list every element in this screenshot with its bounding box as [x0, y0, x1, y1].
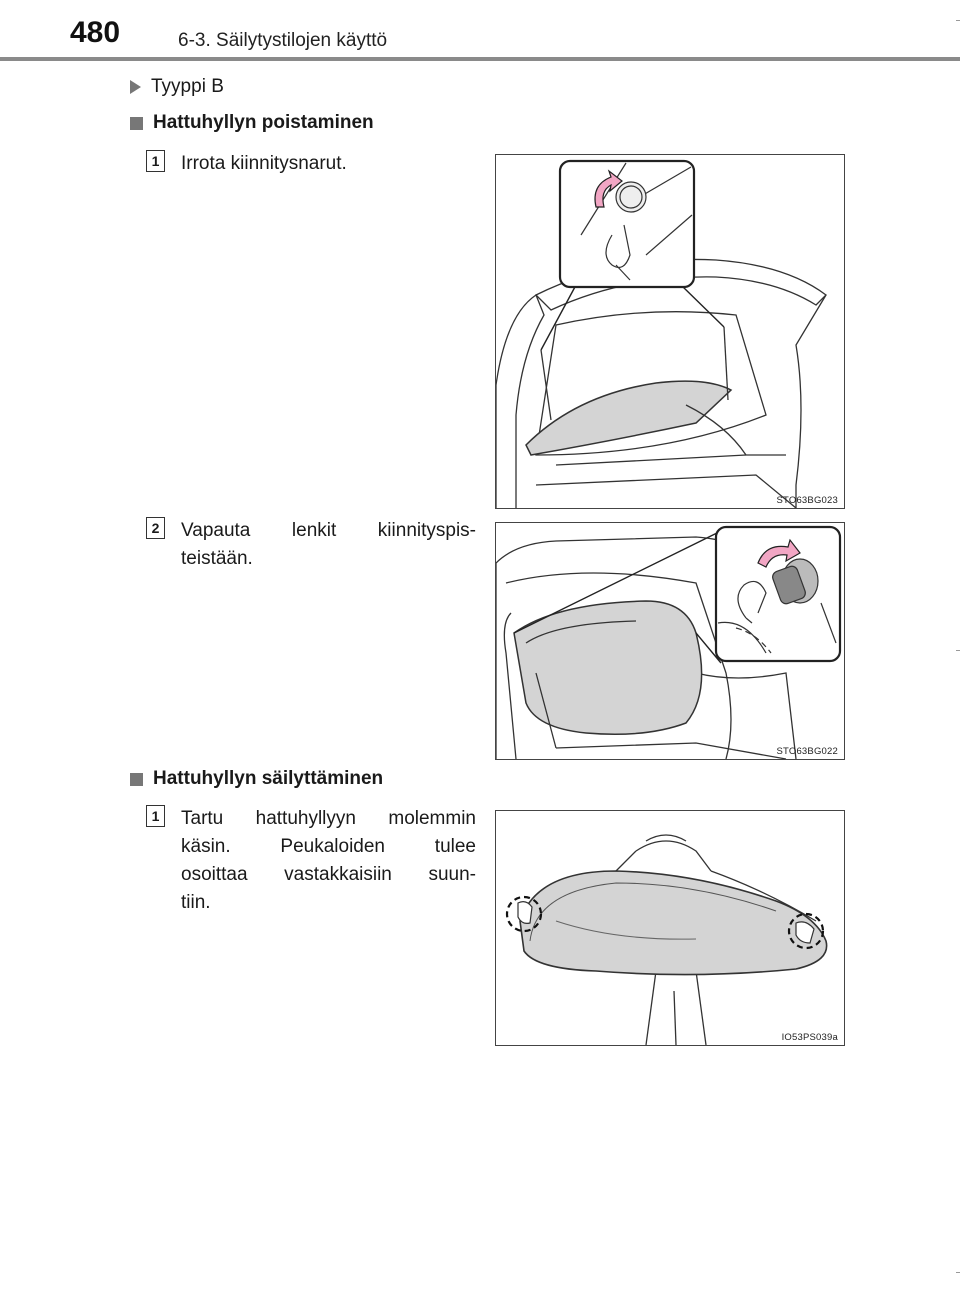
rotate-arrow-icon: [594, 169, 623, 208]
edge-tick-middle: [956, 650, 960, 651]
rotate-arrow-icon: [757, 538, 801, 568]
step-text-line: Tartu hattuhyllyyn molemmin: [181, 808, 476, 829]
step-text: Irrota kiinnitysnarut.: [181, 150, 476, 178]
step-text-line: teistään.: [181, 548, 253, 569]
edge-tick-bottom: [956, 1272, 960, 1273]
trunk-illustration: [496, 159, 827, 508]
step-number: 2: [146, 517, 165, 539]
step-number: 1: [146, 805, 165, 827]
figure-remove-strings: STO63BG023: [495, 154, 845, 509]
removal-heading: Hattuhyllyn poistaminen: [130, 112, 374, 134]
step-number: 1: [146, 150, 165, 172]
step-text-line: tiin.: [181, 892, 211, 913]
figure-hold-shelf: IO53PS039a: [495, 810, 845, 1046]
figure-code: STO63BG023: [776, 495, 838, 506]
step-text-line: osoittaa vastakkaisiin suun-: [181, 864, 476, 885]
square-bullet-icon: [130, 772, 143, 786]
section-title: 6-3. Säilytystilojen käyttö: [178, 30, 388, 51]
figure-release-loops: STO63BG022: [495, 522, 845, 760]
step-text: Vapauta lenkit kiinnityspis- teistään.: [181, 517, 476, 573]
header-bar: [0, 57, 960, 61]
removal-heading-text: Hattuhyllyn poistaminen: [153, 112, 374, 133]
person-holding-shelf-illustration: [505, 834, 828, 1045]
thumb-position-marker: [505, 895, 543, 933]
storage-heading-text: Hattuhyllyn säilyttäminen: [153, 768, 384, 789]
thumb-position-marker: [787, 912, 825, 950]
step-text-line: Vapauta lenkit kiinnityspis-: [181, 520, 476, 541]
step-text-line: Irrota kiinnitysnarut.: [181, 153, 347, 174]
trunk-illustration: [496, 525, 842, 759]
storage-heading: Hattuhyllyn säilyttäminen: [130, 768, 383, 790]
figure-code: STO63BG022: [776, 746, 838, 757]
square-bullet-icon: [130, 116, 143, 130]
arrow-bullet-icon: [130, 80, 141, 94]
edge-tick-top: [956, 20, 960, 21]
page-number: 480: [70, 16, 121, 49]
step-text: Tartu hattuhyllyyn molemmin käsin. Peuka…: [181, 805, 476, 917]
type-label: Tyyppi B: [130, 76, 224, 98]
type-label-text: Tyyppi B: [151, 76, 224, 97]
figure-code: IO53PS039a: [781, 1032, 838, 1043]
step-text-line: käsin. Peukaloiden tulee: [181, 836, 476, 857]
